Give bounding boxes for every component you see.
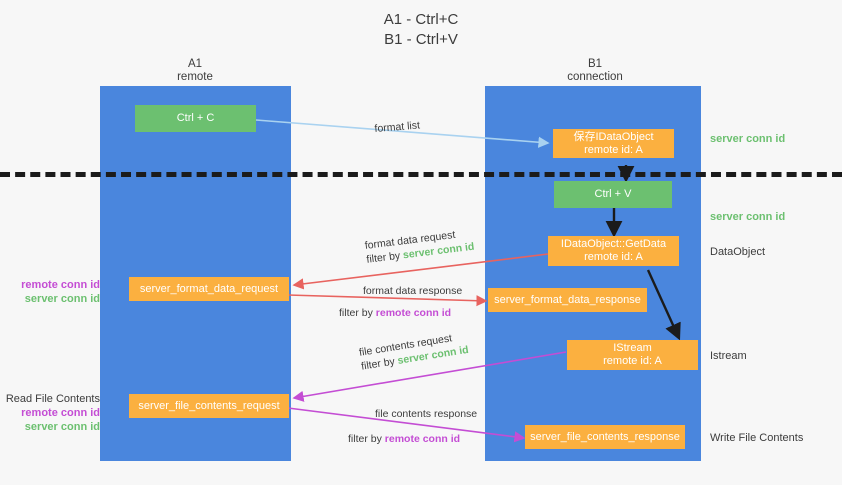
node-ctrl-v[interactable]: Ctrl + V	[554, 181, 672, 208]
node-ctrl-c-label: Ctrl + C	[176, 112, 215, 124]
edge-label-format-data-request: format data request filter by server con…	[364, 226, 475, 267]
node-server-file-contents-request-label: server_file_contents_request	[138, 399, 280, 412]
filter-prefix: filter by	[348, 433, 385, 445]
node-istream-line2: remote id: A	[603, 355, 662, 367]
left-label-conn-id-group-1: remote conn id server conn id	[8, 278, 100, 306]
edge-label-file-contents-response-filter: filter by remote conn id	[348, 432, 477, 446]
left-label-server-conn-id-2: server conn id	[24, 421, 100, 433]
filter-value-remote-conn-id: remote conn id	[375, 307, 452, 319]
node-getdata-line2: remote id: A	[584, 251, 643, 263]
right-label-server-conn-id-top: server conn id	[710, 133, 786, 145]
node-server-file-contents-response-label: server_file_contents_response	[530, 430, 680, 443]
edge-label-format-data-response: format data response filter by remote co…	[339, 284, 463, 320]
title-line-2: B1 - Ctrl+V	[384, 31, 458, 48]
lane-header-a1: A1 remote	[120, 58, 270, 84]
left-label-server-conn-id-1: server conn id	[24, 293, 100, 305]
node-ctrl-c[interactable]: Ctrl + C	[135, 105, 256, 132]
edge-label-file-contents-response-title: file contents response	[375, 408, 478, 420]
node-server-format-data-response-label: server_format_data_response	[494, 293, 641, 306]
node-server-format-data-request-label: server_format_data_request	[139, 282, 279, 295]
node-save-idataobject[interactable]: 保存IDataObject remote id: A	[553, 129, 674, 158]
node-server-format-data-response[interactable]: server_format_data_response	[488, 288, 647, 312]
node-istream-line1: IStream	[613, 342, 652, 354]
node-getdata[interactable]: IDataObject::GetData remote id: A	[548, 236, 679, 266]
node-getdata-line1: IDataObject::GetData	[560, 238, 667, 250]
page-title: A1 - Ctrl+C B1 - Ctrl+V	[0, 10, 842, 50]
node-ctrl-v-label: Ctrl + V	[594, 188, 632, 200]
right-label-istream: Istream	[710, 350, 747, 362]
left-label-read-file-contents-group: Read File Contents remote conn id server…	[4, 392, 100, 434]
node-save-idataobject-line1: 保存IDataObject	[573, 130, 654, 143]
lane-header-a1-name: A1	[187, 58, 203, 70]
edge-label-format-data-response-filter: filter by remote conn id	[339, 306, 462, 320]
filter-prefix: filter by	[339, 307, 376, 319]
title-line-1: A1 - Ctrl+C	[383, 11, 459, 28]
node-server-file-contents-response[interactable]: server_file_contents_response	[525, 425, 685, 449]
lane-header-b1: B1 connection	[520, 58, 670, 84]
node-istream[interactable]: IStream remote id: A	[567, 340, 698, 370]
filter-prefix: filter by	[365, 249, 404, 266]
lane-header-b1-name: B1	[587, 58, 603, 70]
separator-dashed-line	[0, 172, 842, 177]
left-label-remote-conn-id-2: remote conn id	[21, 407, 100, 419]
edge-label-format-list: format list	[374, 119, 421, 135]
node-server-file-contents-request[interactable]: server_file_contents_request	[129, 394, 289, 418]
left-label-read-file-contents: Read File Contents	[5, 393, 100, 405]
node-save-idataobject-line2: remote id: A	[584, 143, 643, 156]
left-label-remote-conn-id-1: remote conn id	[21, 279, 100, 291]
right-label-write-file-contents: Write File Contents	[710, 432, 804, 444]
edge-label-file-contents-response: file contents response filter by remote …	[348, 407, 478, 446]
right-label-server-conn-id-mid: server conn id	[710, 211, 786, 223]
edge-label-format-data-response-title: format data response	[363, 285, 463, 297]
lane-header-a1-sub: remote	[177, 71, 213, 83]
edge-label-file-contents-request: file contents request filter by server c…	[358, 329, 470, 374]
right-label-dataobject: DataObject	[710, 246, 766, 258]
node-server-format-data-request[interactable]: server_format_data_request	[129, 277, 289, 301]
filter-value-remote-conn-id: remote conn id	[384, 433, 461, 445]
lane-header-b1-sub: connection	[567, 71, 623, 83]
